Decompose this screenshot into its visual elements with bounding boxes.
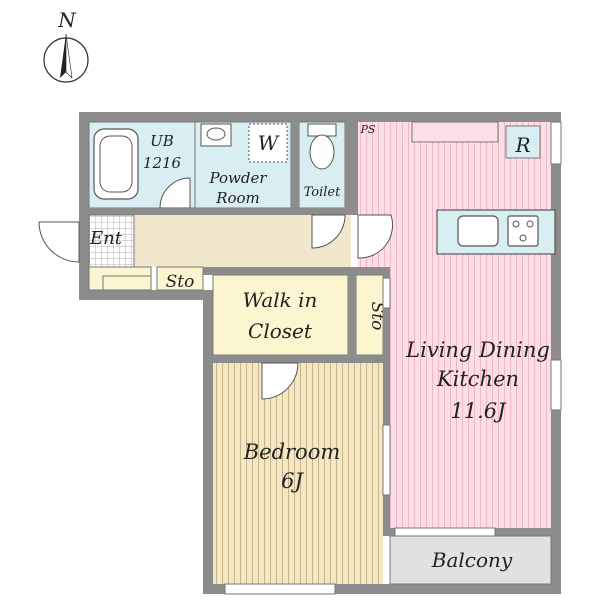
- window-right-upper: [550, 121, 562, 165]
- powder-label-line2: Room: [215, 189, 260, 207]
- wall-powder-toilet: [291, 122, 299, 215]
- toilet-label: Toilet: [304, 185, 341, 200]
- north-compass-icon: N: [43, 8, 89, 83]
- closet-label-line2: Closet: [248, 319, 313, 343]
- stove-icon: [507, 215, 539, 247]
- powder-room: W Powder Room: [194, 121, 292, 209]
- entrance: Ent: [88, 214, 135, 268]
- refrigerator-label: R: [514, 133, 530, 157]
- kitchen-island: [436, 209, 556, 255]
- ldk-size: 11.6J: [450, 399, 507, 423]
- wall-wet-rooms-bottom: [89, 208, 351, 215]
- wash-basin-icon: [200, 123, 232, 147]
- balcony-label: Balcony: [431, 548, 513, 572]
- sink-icon: [457, 215, 499, 247]
- entry-door: [38, 221, 80, 263]
- compass-label: N: [57, 8, 77, 32]
- toilet-bowl-icon: [309, 134, 335, 170]
- toilet-door: [311, 214, 346, 249]
- wall-closet-bottom: [203, 355, 390, 363]
- wall-corridor-bottom: [203, 267, 383, 275]
- bedroom-window: [224, 583, 336, 595]
- storage-entry: Sto: [156, 266, 204, 292]
- wall-toilet-right: [345, 122, 351, 215]
- ub-label: UB: [150, 132, 174, 150]
- shoe-cabinet-door: [102, 275, 152, 291]
- exterior-walls: [79, 112, 561, 594]
- entrance-label: Ent: [89, 228, 123, 249]
- bedroom-size: 6J: [281, 469, 304, 493]
- bathtub-icon: [93, 128, 139, 200]
- storage-side: Sto: [355, 274, 387, 356]
- ldk-label-line1: Living Dining: [405, 338, 550, 362]
- sliding-door-bed-ldk: [382, 424, 391, 496]
- bath-door: [159, 177, 191, 209]
- powder-label-line1: Powder: [208, 169, 267, 187]
- ps-label: PS: [360, 123, 376, 136]
- ldk-labels: Living Dining Kitchen 11.6J: [405, 338, 550, 423]
- wall-ldk-left-upper: [351, 122, 358, 215]
- walk-in-closet: Walk in Closet: [212, 274, 349, 356]
- window-right-lower: [550, 359, 562, 411]
- toilet-tank-icon: [307, 123, 337, 137]
- storage-entry-label: Sto: [166, 272, 195, 292]
- storage-side-label: Sto: [367, 302, 387, 331]
- bedroom: Bedroom 6J: [213, 363, 383, 584]
- ub-size: 1216: [143, 154, 182, 172]
- kitchen-top-counter: [411, 121, 499, 143]
- unit-bath: UB 1216: [88, 121, 196, 209]
- sliding-door-closet-storage: [382, 277, 391, 309]
- washer-space: [248, 123, 288, 163]
- closet-label-line1: Walk in: [243, 288, 318, 312]
- wall-storage-right: [383, 267, 390, 528]
- balcony-window: [394, 527, 496, 537]
- bedroom-door: [261, 362, 299, 400]
- toilet-room: Toilet: [298, 121, 346, 209]
- refrigerator: R: [505, 125, 541, 159]
- bedroom-label: Bedroom: [243, 440, 341, 464]
- washer-label: W: [258, 131, 280, 155]
- ldk-label-line2: Kitchen: [436, 367, 519, 391]
- balcony: Balcony: [389, 535, 552, 585]
- wall-closet-right: [348, 275, 356, 355]
- ldk-door-leaf: [357, 214, 394, 259]
